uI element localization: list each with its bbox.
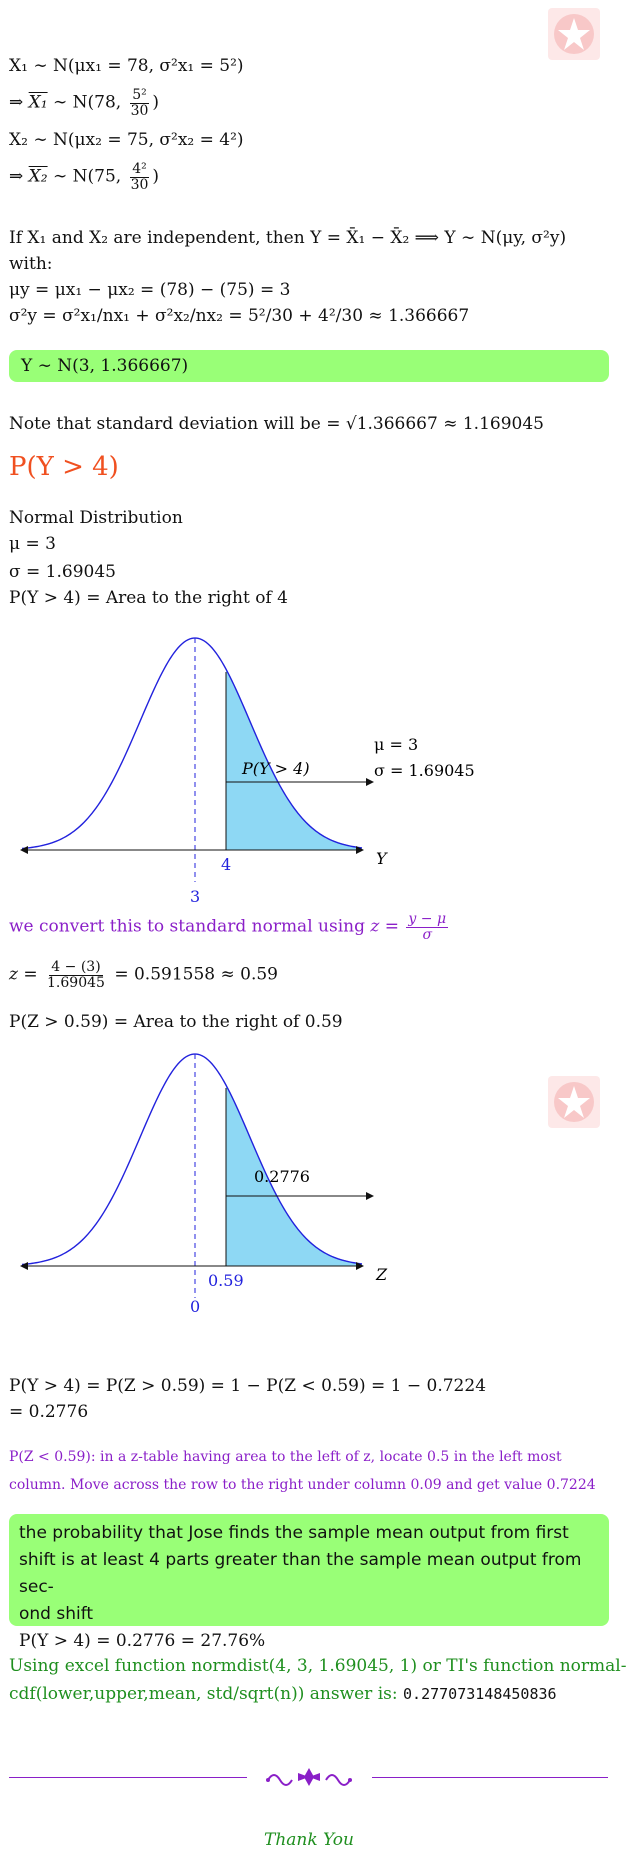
answer-box-content: the probability that Jose finds the samp…: [19, 1520, 609, 1655]
ornament-icon: [266, 1768, 352, 1786]
result-box: Y ∼ N(3, 1.366667): [9, 350, 609, 382]
axis-label-z: Z: [375, 1265, 388, 1284]
z-area-description: P(Z > 0.59) = Area to the right of 0.59: [9, 1012, 343, 1032]
standardize-text: we convert this to standard normal using: [9, 916, 365, 937]
normal-curve-chart-y: P(Y > 4) μ = 3 σ = 1.69045 Y 3 4: [20, 637, 475, 906]
shaded-area-y: [226, 669, 362, 850]
x1bar-dist-text: ∼ N(78,: [52, 92, 122, 113]
section-heading: P(Y > 4): [9, 452, 119, 482]
probability-label-y: P(Y > 4): [241, 759, 310, 778]
normal-curve-y: [21, 637, 363, 850]
x2-distribution: X₂ ∼ N(μx₂ = 75, σ²x₂ = 4²): [9, 130, 244, 150]
tick-label-value: 4: [221, 855, 231, 874]
answer-line: the probability that Jose finds the samp…: [19, 1523, 569, 1543]
thank-you: Thank You: [263, 1830, 354, 1850]
z-calc-fraction: 4 − (3)1.69045: [47, 959, 105, 991]
normal-area-description: P(Y > 4) = Area to the right of 4: [9, 588, 288, 608]
excel-answer-value: 0.277073148450836: [403, 1685, 557, 1703]
answer-probability: P(Y > 4) = 0.2776 = 27.76%: [19, 1631, 266, 1651]
z-calc-result: = 0.591558 ≈ 0.59: [114, 964, 278, 985]
excel-note-text: cdf(lower,upper,mean, std/sqrt(n)) answe…: [9, 1684, 398, 1704]
x2bar-symbol: X₂: [28, 166, 48, 187]
final-probability: P(Y > 4) = P(Z > 0.59) = 1 − P(Z < 0.59)…: [9, 1376, 487, 1396]
standard-deviation-note: Note that standard deviation will be = √…: [9, 414, 544, 434]
standardize-note: we convert this to standard normal using…: [9, 912, 450, 942]
z-table-note-1: P(Z < 0.59): in a z-table having area to…: [9, 1449, 562, 1465]
divider-left: [9, 1777, 247, 1778]
normal-sigma: σ = 1.69045: [9, 562, 116, 582]
tick-label-mean: 3: [190, 887, 200, 906]
probability-label-z: 0.2776: [254, 1167, 310, 1186]
answer-line: shift is at least 4 parts greater than t…: [19, 1550, 582, 1597]
probability-arrow-head-icon: [366, 778, 374, 786]
x1bar-symbol: X₁: [28, 92, 48, 113]
shaded-area-z: [226, 1085, 362, 1266]
normal-curve-z: [21, 1053, 363, 1266]
x2bar-dist-text: ∼ N(75,: [52, 166, 122, 187]
normal-distribution-title: Normal Distribution: [9, 508, 183, 528]
x-axis-left-arrow-icon: [20, 846, 28, 854]
divider-right: [372, 1777, 608, 1778]
probability-arrow-head-icon: [366, 1192, 374, 1200]
z-table-note-2: column. Move across the row to the right…: [9, 1477, 596, 1493]
result-box-text: Y ∼ N(3, 1.366667): [21, 356, 189, 376]
implies-symbol: ⇒: [9, 166, 24, 187]
answer-box: the probability that Jose finds the samp…: [9, 1514, 609, 1651]
answer-line: ond shift: [19, 1604, 94, 1624]
z-calc-prefix: z =: [9, 964, 38, 985]
x-axis-left-arrow-icon: [20, 1262, 28, 1270]
independence-statement: If X₁ and X₂ are independent, then Y = X…: [9, 228, 567, 248]
axis-label-y: Y: [376, 849, 388, 868]
legend-sigma: σ = 1.69045: [374, 761, 475, 780]
tick-label-value: 0.59: [208, 1271, 244, 1290]
mu-y-equation: μy = μx₁ − μx₂ = (78) − (75) = 3: [9, 280, 291, 300]
sigma-y-equation: σ²y = σ²x₁/nx₁ + σ²x₂/nx₂ = 5²/30 + 4²/3…: [9, 306, 470, 326]
legend-mu: μ = 3: [374, 735, 418, 754]
x-axis-right-arrow-icon: [356, 846, 364, 854]
tick-label-mean: 0: [190, 1297, 200, 1316]
excel-note-2: cdf(lower,upper,mean, std/sqrt(n)) answe…: [9, 1684, 557, 1705]
normal-mu: μ = 3: [9, 534, 56, 554]
z-calculation: z = 4 − (3)1.69045 = 0.591558 ≈ 0.59: [9, 960, 278, 990]
implies-symbol: ⇒: [9, 92, 24, 113]
normal-curve-chart-z: 0.2776 Z 0 0.59: [20, 1053, 388, 1316]
x-axis-right-arrow-icon: [356, 1262, 364, 1270]
watermark-logo-icon: [548, 8, 600, 60]
z-equals: z =: [370, 916, 399, 937]
with-label: with:: [9, 254, 53, 274]
final-probability-result: = 0.2776: [9, 1402, 89, 1422]
watermark-logo-icon: [548, 1076, 600, 1128]
x1-distribution: X₁ ∼ N(μx₁ = 78, σ²x₁ = 5²): [9, 56, 244, 76]
excel-note-1: Using excel function normdist(4, 3, 1.69…: [9, 1656, 626, 1676]
